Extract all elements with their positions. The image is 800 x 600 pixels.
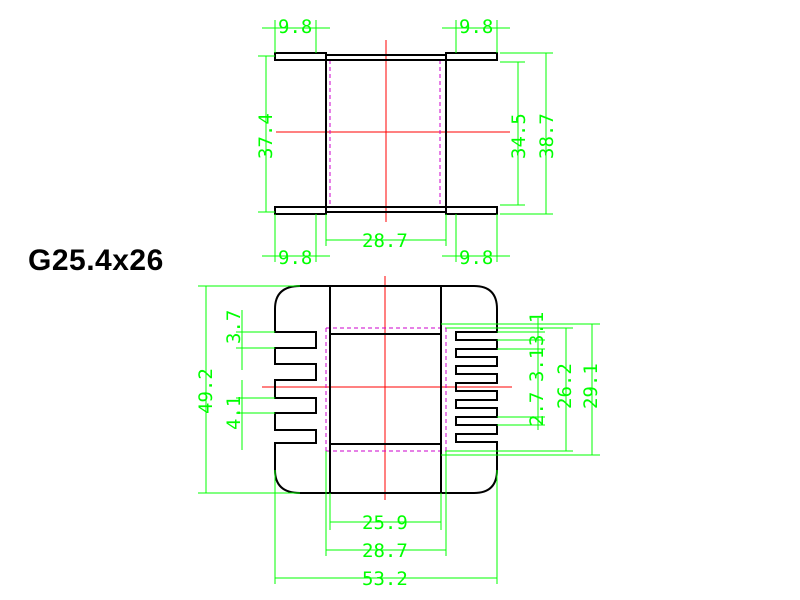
- dim-left-pitch-bottom: 4.1: [223, 396, 245, 430]
- dim-top-flange-right: 9.8: [459, 16, 493, 38]
- dim-overall-width: 53.2: [362, 568, 408, 590]
- dim-top-flange-left: 9.8: [278, 16, 312, 38]
- bottom-view-centerlines: [262, 276, 512, 500]
- top-view: 9.8 9.8 37.4 34.5 38.7 9.8 28.7 9.8: [255, 16, 558, 269]
- drawing-title: G25.4x26: [28, 244, 164, 277]
- dim-bottom-flange-right: 9.8: [459, 247, 493, 269]
- dim-core-width: 28.7: [362, 540, 408, 562]
- bottom-view-dimension-lines: [198, 285, 600, 584]
- dim-right-pitch-top: 3.1: [526, 312, 548, 346]
- dim-right-outer: 29.1: [580, 363, 602, 409]
- top-view-hidden-lines: [329, 60, 441, 208]
- dim-window-width: 25.9: [362, 512, 408, 534]
- dim-right-pitch-mid: 3.1: [526, 348, 548, 382]
- dim-overall-height: 49.2: [195, 368, 217, 414]
- dim-top-height-left: 37.4: [255, 113, 277, 159]
- bottom-view-hidden-lines: [325, 327, 447, 452]
- bottom-view-outline: [274, 285, 498, 494]
- top-view-outline: [274, 52, 498, 215]
- dim-right-pitch-bottom: 2.7: [526, 392, 548, 426]
- dim-top-center-width: 28.7: [362, 230, 408, 252]
- dim-bottom-flange-left: 9.8: [278, 247, 312, 269]
- bottom-view: 49.2 3.7 4.1 3.1 3.1 2.7 26.2 29.1 25.9 …: [195, 276, 602, 590]
- dim-left-pitch-top: 3.7: [223, 310, 245, 344]
- top-view-centerlines: [276, 40, 510, 222]
- dim-top-inner-height: 34.5: [508, 113, 530, 159]
- top-view-dimension-lines: [258, 20, 553, 262]
- dim-right-inner: 26.2: [554, 363, 576, 409]
- dim-top-height-right: 38.7: [536, 113, 558, 159]
